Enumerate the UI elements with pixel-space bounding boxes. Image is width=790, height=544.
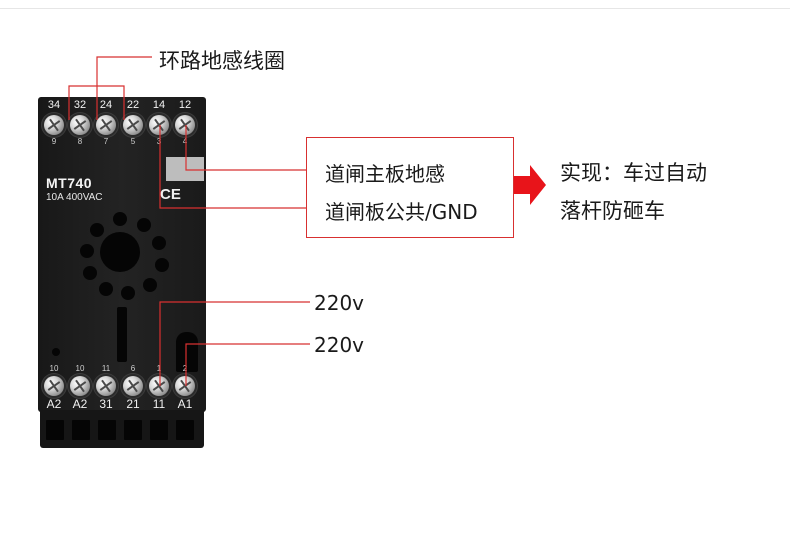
loop-coil-leader bbox=[96, 56, 152, 120]
pin-number: 2 bbox=[182, 364, 188, 373]
center-hole bbox=[100, 232, 140, 272]
terminal-a2-label: A2 bbox=[46, 397, 62, 411]
pin-number: 5 bbox=[130, 137, 136, 146]
result-line-2: 落杆防砸车 bbox=[560, 199, 665, 223]
pin-number: 3 bbox=[156, 137, 162, 146]
pin-number: 4 bbox=[182, 137, 188, 146]
pin-hole bbox=[90, 223, 104, 237]
power-label-1: 220v bbox=[314, 291, 365, 315]
terminal-11-label: 11 bbox=[152, 397, 166, 411]
ce-mark: CE bbox=[160, 186, 181, 203]
pin-hole bbox=[80, 244, 94, 258]
screw-terminal bbox=[175, 376, 195, 396]
screw-terminal bbox=[149, 376, 169, 396]
loop-coil-bracket-right bbox=[97, 85, 125, 120]
terminal-32-label: 32 bbox=[73, 99, 87, 111]
pin-hole bbox=[152, 236, 166, 250]
pin-number: 10 bbox=[49, 364, 59, 373]
wiring-box: 道闸主板地感 道闸板公共/GND bbox=[306, 137, 514, 238]
common-leader bbox=[159, 125, 306, 209]
screw-terminal bbox=[70, 376, 90, 396]
pin-number: 10 bbox=[75, 364, 85, 373]
pin-hole bbox=[83, 266, 97, 280]
terminal-a2-label: A2 bbox=[72, 397, 88, 411]
pin-hole bbox=[113, 212, 127, 226]
box-line-mainboard: 道闸主板地感 bbox=[325, 162, 445, 186]
base-slot bbox=[124, 420, 142, 440]
pin-number: 7 bbox=[103, 137, 109, 146]
screw-terminal bbox=[123, 376, 143, 396]
terminal-34-label: 34 bbox=[47, 99, 61, 111]
terminal-14-label: 14 bbox=[152, 99, 166, 111]
pin-number: 9 bbox=[51, 137, 57, 146]
screw-terminal bbox=[70, 115, 90, 135]
pin-number: 6 bbox=[130, 364, 136, 373]
top-divider bbox=[0, 8, 790, 9]
terminal-31-label: 31 bbox=[99, 397, 113, 411]
screw-terminal bbox=[96, 115, 116, 135]
screw-terminal bbox=[96, 376, 116, 396]
base-slot bbox=[150, 420, 168, 440]
screw-terminal bbox=[44, 376, 64, 396]
mount-dot bbox=[52, 348, 60, 356]
pin-hole bbox=[137, 218, 151, 232]
terminal-21-label: 21 bbox=[126, 397, 140, 411]
screw-terminal bbox=[44, 115, 64, 135]
loop-coil-label: 环路地感线圈 bbox=[159, 49, 285, 73]
terminal-a1-label: A1 bbox=[177, 397, 193, 411]
terminal-24-label: 24 bbox=[99, 99, 113, 111]
screw-terminal bbox=[175, 115, 195, 135]
terminal-12-label: 12 bbox=[178, 99, 192, 111]
power-label-2: 220v bbox=[314, 333, 365, 357]
key-slot bbox=[176, 332, 198, 372]
label-patch bbox=[166, 157, 204, 181]
result-line-1: 实现：车过自动 bbox=[560, 161, 707, 185]
mainboard-leader bbox=[185, 125, 306, 171]
base-slot bbox=[98, 420, 116, 440]
base-slot bbox=[72, 420, 90, 440]
model-name: MT740 bbox=[46, 175, 93, 191]
base-slot bbox=[46, 420, 64, 440]
screw-terminal bbox=[123, 115, 143, 135]
base-slot bbox=[176, 420, 194, 440]
pin-number: 1 bbox=[156, 364, 162, 373]
box-line-common: 道闸板公共/GND bbox=[325, 200, 478, 224]
pin-hole bbox=[99, 282, 113, 296]
rating-text: 10A 400VAC bbox=[46, 192, 103, 203]
pin-hole bbox=[143, 278, 157, 292]
pin-number: 8 bbox=[77, 137, 83, 146]
result-arrow-icon bbox=[514, 165, 546, 205]
socket-base bbox=[40, 410, 204, 448]
pin-hole bbox=[155, 258, 169, 272]
power-leader-1 bbox=[159, 301, 310, 386]
pin-number: 11 bbox=[101, 364, 111, 373]
power-leader-2 bbox=[185, 343, 310, 386]
screw-terminal bbox=[149, 115, 169, 135]
terminal-22-label: 22 bbox=[126, 99, 140, 111]
socket-slot bbox=[117, 307, 127, 362]
loop-coil-bracket-left bbox=[68, 85, 97, 120]
pin-hole bbox=[121, 286, 135, 300]
